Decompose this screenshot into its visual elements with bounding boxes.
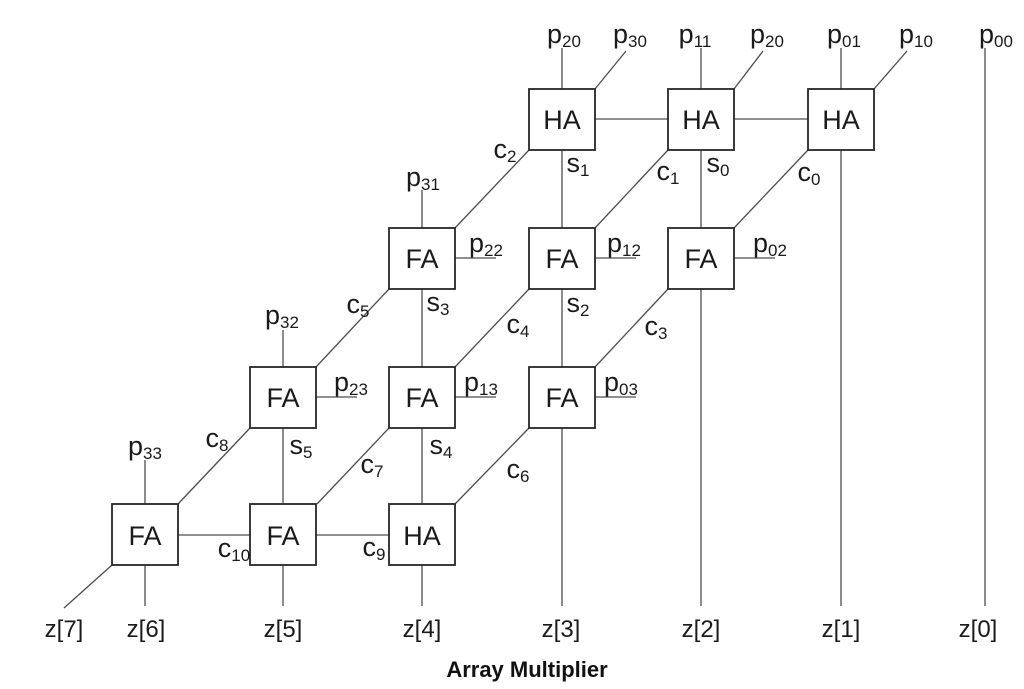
label-p31: p31 bbox=[406, 162, 440, 194]
adder-box-fa-row3-col4 bbox=[388, 366, 456, 429]
label-p03: p03 bbox=[604, 367, 638, 399]
label-s2: s2 bbox=[567, 288, 590, 320]
label-p33: p33 bbox=[128, 431, 162, 463]
label-c1: c1 bbox=[657, 156, 680, 188]
adder-label: HA bbox=[403, 521, 441, 551]
wire-c7 bbox=[316, 427, 390, 505]
label-s1: s1 bbox=[567, 148, 590, 180]
diagram-title: Array Multiplier bbox=[446, 657, 608, 682]
label-c10: c10 bbox=[218, 533, 250, 565]
adder-label: FA bbox=[405, 383, 438, 413]
adder-label: HA bbox=[822, 105, 860, 135]
label-s3: s3 bbox=[427, 287, 450, 319]
wire-c5 bbox=[315, 288, 390, 368]
adder-box-ha-row1-col3 bbox=[528, 88, 596, 151]
label-c2: c2 bbox=[494, 134, 517, 166]
label-z4: z[4] bbox=[403, 616, 442, 643]
label-p11: p11 bbox=[679, 19, 712, 51]
adder-label: FA bbox=[545, 383, 578, 413]
label-z2: z[2] bbox=[682, 616, 721, 643]
wire-c1 bbox=[594, 149, 669, 229]
wire-p20b-input bbox=[733, 50, 764, 90]
adder-box-fa-row2-col2 bbox=[667, 227, 735, 290]
label-p01: p01 bbox=[827, 19, 861, 51]
label-p10: p10 bbox=[899, 19, 933, 51]
label-p30: p30 bbox=[613, 19, 647, 51]
adder-box-fa-row4-col6 bbox=[111, 503, 179, 566]
label-p02: p02 bbox=[753, 228, 787, 260]
label-p13: p13 bbox=[464, 367, 498, 399]
label-z1: z[1] bbox=[822, 616, 861, 643]
label-c5: c5 bbox=[347, 289, 370, 321]
adder-label: FA bbox=[545, 244, 578, 274]
adder-label: FA bbox=[684, 244, 717, 274]
wire-c8 bbox=[177, 427, 251, 505]
label-z5: z[5] bbox=[264, 616, 303, 643]
label-p32: p32 bbox=[265, 300, 299, 332]
label-s0: s0 bbox=[707, 148, 730, 180]
label-p20b: p20 bbox=[750, 19, 784, 51]
adder-boxes: HA HA HA FA FA FA FA FA FA FA FA HA bbox=[111, 88, 875, 566]
label-c7: c7 bbox=[361, 449, 384, 481]
adder-label: FA bbox=[266, 383, 299, 413]
label-z0: z[0] bbox=[959, 616, 998, 643]
signal-labels: p20 p30 p11 p20 p01 p10 p00 c2 s1 c1 s0 … bbox=[128, 19, 1013, 565]
label-s5: s5 bbox=[290, 430, 313, 462]
label-z3: z[3] bbox=[542, 616, 581, 643]
adder-box-ha-row1-col2 bbox=[667, 88, 735, 151]
adder-box-fa-row4-col5 bbox=[249, 503, 317, 566]
adder-box-ha-row4-col4 bbox=[388, 503, 456, 566]
wires bbox=[63, 48, 986, 609]
wire-c3 bbox=[594, 288, 669, 368]
label-p12: p12 bbox=[607, 228, 641, 260]
wire-c0 bbox=[733, 149, 809, 229]
label-p00: p00 bbox=[979, 19, 1013, 51]
wire-p10-input bbox=[873, 50, 908, 90]
adder-label: FA bbox=[405, 244, 438, 274]
adder-box-fa-row3-col3 bbox=[528, 366, 596, 429]
adder-label: FA bbox=[128, 521, 161, 551]
adder-label: FA bbox=[266, 521, 299, 551]
wire-p30-input bbox=[594, 50, 627, 90]
output-labels: z[7] z[6] z[5] z[4] z[3] z[2] z[1] z[0] bbox=[45, 616, 998, 643]
label-c3: c3 bbox=[645, 311, 668, 343]
label-c8: c8 bbox=[206, 423, 229, 455]
label-c9: c9 bbox=[363, 532, 386, 564]
wire-c4 bbox=[454, 288, 530, 368]
adder-box-fa-row3-col5 bbox=[249, 366, 317, 429]
adder-box-fa-row2-col3 bbox=[528, 227, 596, 290]
label-c6: c6 bbox=[507, 454, 530, 486]
label-c4: c4 bbox=[507, 309, 530, 341]
wire-z7-diagonal bbox=[63, 564, 113, 609]
label-z7: z[7] bbox=[45, 616, 84, 643]
wire-c6 bbox=[454, 427, 530, 505]
label-z6: z[6] bbox=[127, 616, 166, 643]
label-p23: p23 bbox=[334, 367, 368, 399]
adder-box-ha-row1-col1 bbox=[807, 88, 875, 151]
label-p20a: p20 bbox=[547, 19, 581, 51]
label-c0: c0 bbox=[798, 157, 821, 189]
adder-box-fa-row2-col4 bbox=[388, 227, 456, 290]
wire-c2 bbox=[454, 149, 530, 229]
label-s4: s4 bbox=[430, 430, 453, 462]
label-p22: p22 bbox=[469, 228, 503, 260]
adder-label: HA bbox=[682, 105, 720, 135]
adder-label: HA bbox=[543, 105, 581, 135]
